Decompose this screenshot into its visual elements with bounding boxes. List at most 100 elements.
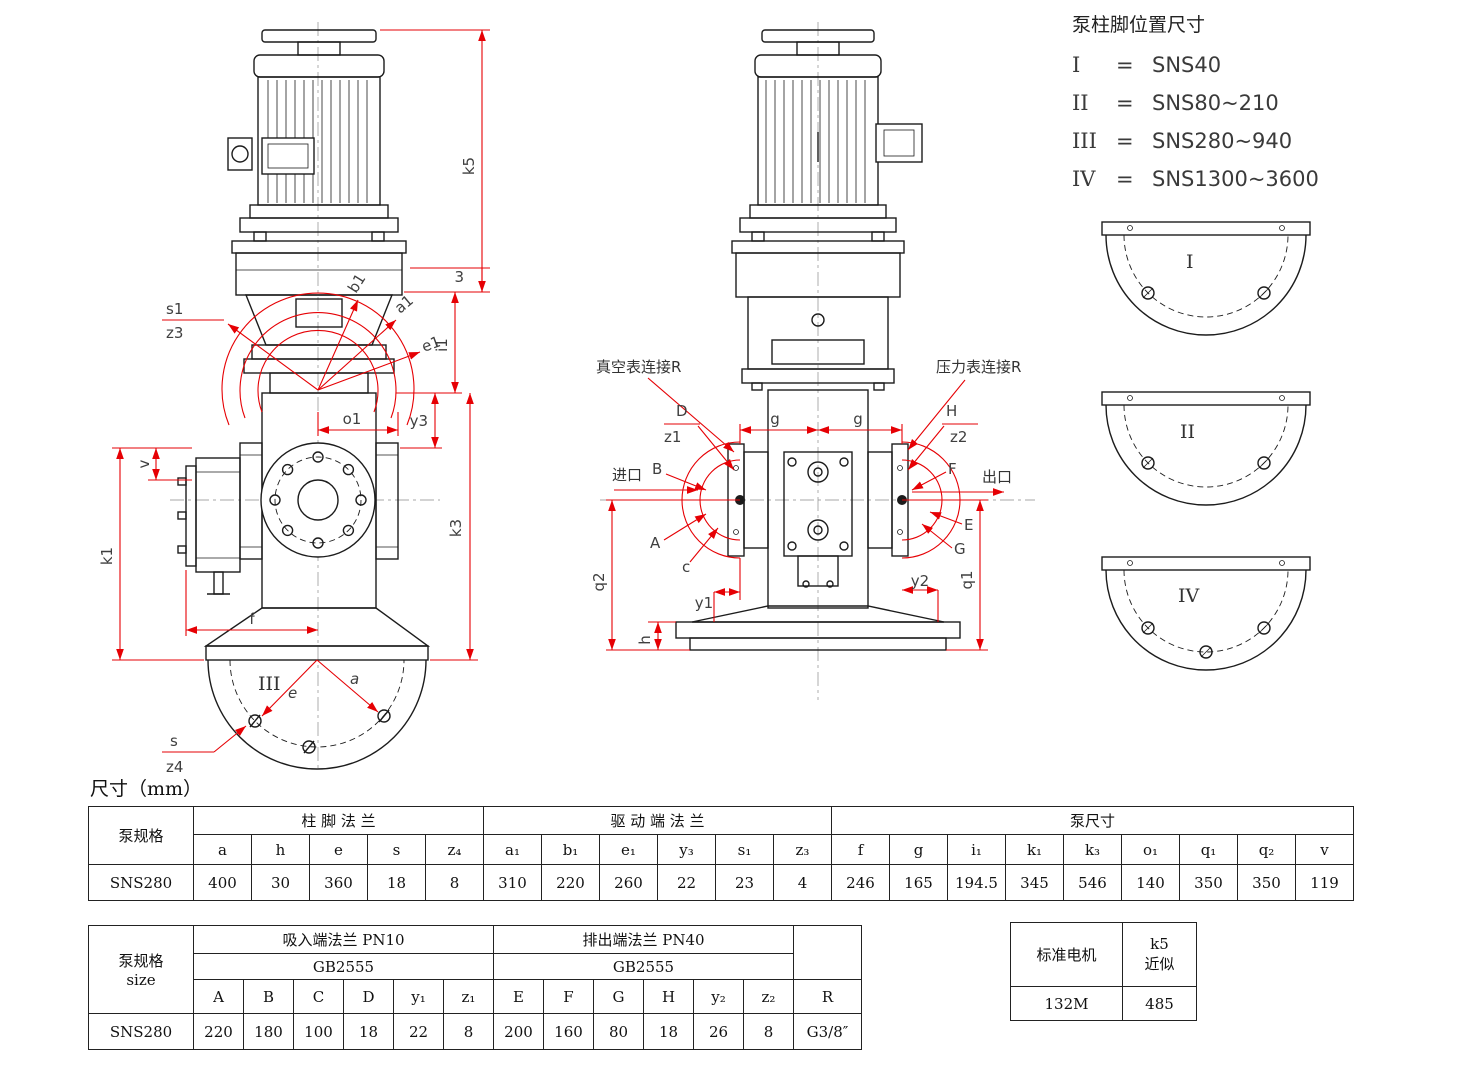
- dim-label-e: e: [288, 684, 297, 702]
- side-view: 真空表连接R 压力表连接R D z1 B 进口 A c g g H z2 F 出…: [590, 22, 1035, 700]
- legend-value: SNS1300~3600: [1152, 167, 1319, 191]
- t1-col-header: k₃: [1063, 834, 1122, 865]
- legend-equals: =: [1116, 129, 1134, 153]
- t1-col-header: o₁: [1121, 834, 1180, 865]
- t2-col-header: y₂: [693, 979, 744, 1014]
- pressure-gauge-note: 压力表连接R: [936, 358, 1021, 376]
- dim-label-y3: y3: [410, 412, 428, 430]
- t2-col-header: C: [293, 979, 344, 1014]
- front-view: s1 z3 b1 a1 e1 3 k5 i1 y3 o1 v k1 k3 f I…: [98, 22, 490, 775]
- t1-value: 194.5: [947, 864, 1006, 901]
- dim-label-z3: z3: [166, 324, 183, 342]
- t2-col-header: B: [243, 979, 294, 1014]
- legend-title: 泵柱脚位置尺寸: [1072, 14, 1206, 36]
- dim-label-F: F: [948, 460, 957, 478]
- legend-numeral: II: [1072, 91, 1089, 115]
- t1-col-header: q₁: [1179, 834, 1238, 865]
- view-I-numeral: I: [1186, 251, 1194, 273]
- view-II-numeral: II: [1180, 421, 1195, 443]
- dim-label-y1: y1: [695, 594, 713, 612]
- t2-column-header-row: A B C D y₁ z₁ E F G H y₂ z₂ R: [89, 979, 862, 1014]
- dim-label-c: c: [682, 558, 690, 576]
- t1-value: 360: [309, 864, 368, 901]
- t2-value: 8: [443, 1013, 494, 1050]
- t1-value: 310: [483, 864, 542, 901]
- t1-col-header: g: [889, 834, 948, 865]
- t2-col-header: E: [493, 979, 544, 1014]
- foot-bolts: [248, 709, 391, 754]
- t1-value: 22: [657, 864, 716, 901]
- t2-col-header: y₁: [393, 979, 444, 1014]
- foot-position-legend: 泵柱脚位置尺寸 I = SNS40 II = SNS80~210 III = S…: [1072, 10, 1319, 205]
- dim-label-b1: b1: [344, 270, 369, 296]
- t2-value: 180: [243, 1013, 294, 1050]
- side-base: [675, 605, 961, 651]
- t3-k5-line2: 近似: [1144, 955, 1175, 973]
- t2-value: 18: [343, 1013, 394, 1050]
- t2-value: 200: [493, 1013, 544, 1050]
- t1-value: 8: [425, 864, 484, 901]
- front-relief-valve: [177, 457, 241, 595]
- t2-r-value: G3/8″: [793, 1013, 862, 1050]
- legend-numeral: I: [1072, 53, 1081, 77]
- t3-data-row: 132M 485: [1010, 986, 1197, 1021]
- dim-label-z1: z1: [664, 428, 681, 446]
- t1-col-header: e₁: [599, 834, 658, 865]
- t1-col-header: z₄: [425, 834, 484, 865]
- dim-label-G: G: [954, 540, 966, 558]
- t2-col-header: A: [193, 979, 244, 1014]
- legend-value: SNS80~210: [1152, 91, 1279, 115]
- dim-label-g-left: g: [770, 410, 780, 428]
- t2-col-header: D: [343, 979, 394, 1014]
- t1-value: 246: [831, 864, 890, 901]
- dim-label-q1: q1: [958, 570, 976, 589]
- t1-group-foot-flange: 柱 脚 法 兰: [193, 806, 484, 835]
- dim-label-q2: q2: [590, 572, 608, 591]
- legend-equals: =: [1116, 91, 1134, 115]
- t1-value: 119: [1295, 864, 1354, 901]
- t2-col-header: H: [643, 979, 694, 1014]
- t2-col-header: z₁: [443, 979, 494, 1014]
- dim-label-y2: y2: [911, 572, 929, 590]
- t2-value: 80: [593, 1013, 644, 1050]
- legend-numeral: IV: [1072, 167, 1096, 191]
- t2-col-header: z₂: [743, 979, 794, 1014]
- dim-label-E: E: [964, 516, 973, 534]
- front-flange-bolts: [269, 451, 367, 549]
- t1-col-header: e: [309, 834, 368, 865]
- dim-label-A: A: [650, 534, 661, 552]
- t1-col-header: a₁: [483, 834, 542, 865]
- t1-col-header: f: [831, 834, 890, 865]
- front-motor: [227, 29, 407, 254]
- dim-label-g-right: g: [853, 410, 863, 428]
- legend-value: SNS280~940: [1152, 129, 1293, 153]
- dim-label-h: h: [636, 635, 654, 645]
- t2-value: 160: [543, 1013, 594, 1050]
- dim-label-f: f: [249, 610, 255, 628]
- legend-item: II = SNS80~210: [1072, 91, 1319, 115]
- t1-col-header: s₁: [715, 834, 774, 865]
- t3-k5-line1: k5: [1150, 935, 1169, 953]
- t2-data-row: SNS280 220 180 100 18 22 8 200 160 80 18…: [88, 1013, 862, 1050]
- t2-value: 22: [393, 1013, 444, 1050]
- dim-label-3: 3: [454, 268, 464, 286]
- foot-flange-view-I: I: [1101, 221, 1311, 336]
- t1-column-header-row: a h e s z₄ a₁ b₁ e₁ y₃ s₁ z₃ f g i₁ k₁ k…: [89, 834, 1354, 865]
- foot-view-numeral: III: [258, 673, 281, 695]
- t1-col-header: s: [367, 834, 426, 865]
- t2-col-header-r: R: [793, 979, 862, 1014]
- t1-col-header: i₁: [947, 834, 1006, 865]
- t2-spec-header-line2: size: [126, 971, 156, 989]
- side-dimensions: [606, 377, 1005, 651]
- t1-col-header: q₂: [1237, 834, 1296, 865]
- view-IV-numeral: IV: [1178, 585, 1200, 607]
- t2-col-header: F: [543, 979, 594, 1014]
- front-pump-body: [239, 392, 399, 609]
- dim-label-B: B: [652, 460, 662, 478]
- vacuum-gauge-note: 真空表连接R: [596, 358, 681, 376]
- t2-spec-header: 泵规格 size: [88, 925, 194, 1014]
- legend-equals: =: [1116, 53, 1134, 77]
- t2-value: 8: [743, 1013, 794, 1050]
- dim-label-s: s: [170, 732, 178, 750]
- t1-col-header: a: [193, 834, 252, 865]
